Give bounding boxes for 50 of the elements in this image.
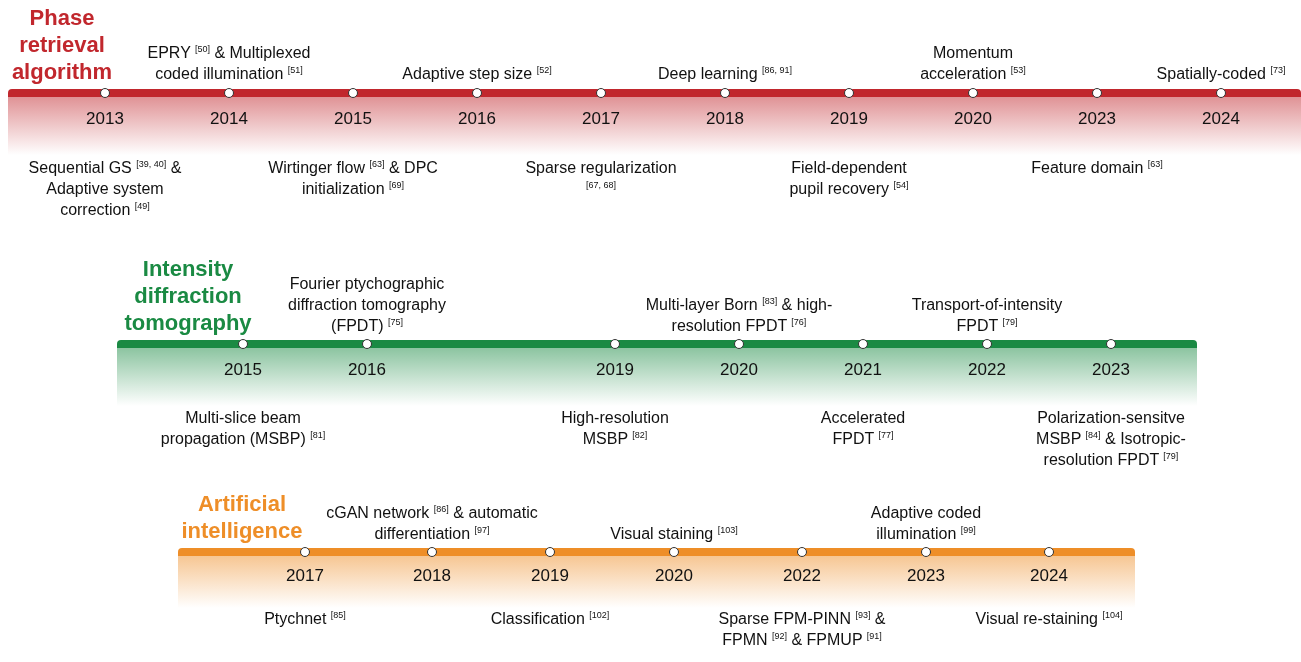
year-label: 2023 bbox=[1077, 109, 1117, 129]
event-label: Multi-layer Born $^{[83]}$ & high-resolution FPDT $^{[76]}$ bbox=[644, 295, 834, 336]
event-label: EPRY $^{[50]}$ & Multiplexed coded illumination $^{[51]}$ bbox=[146, 43, 312, 84]
year-label: 2015 bbox=[333, 109, 373, 129]
year-label: 2020 bbox=[953, 109, 993, 129]
year-label: 2015 bbox=[223, 360, 263, 380]
event-label: Spatially-coded $^{[73]}$ bbox=[1155, 64, 1287, 84]
event-label: Adaptive step size $^{[52]}$ bbox=[401, 64, 553, 84]
year-label: 2023 bbox=[1091, 360, 1131, 380]
event-label: Wirtinger flow $^{[63]}$ & DPC initialization $^{[69]}$ bbox=[268, 158, 438, 199]
event-label: Feature domain $^{[63]}$ bbox=[1030, 158, 1164, 178]
year-label: 2022 bbox=[967, 360, 1007, 380]
event-label: Polarization-sensitve MSBP $^{[84]}$ & Isotropic-resolution FPDT $^{[79]}$ bbox=[1035, 408, 1187, 470]
year-label: 2018 bbox=[705, 109, 745, 129]
year-label: 2024 bbox=[1029, 566, 1069, 586]
year-label: 2016 bbox=[347, 360, 387, 380]
event-label: Visual re-staining $^{[104]}$ bbox=[974, 609, 1124, 629]
year-label: 2013 bbox=[85, 109, 125, 129]
event-label: cGAN network $^{[86]}$ & automatic differentiation $^{[97]}$ bbox=[325, 503, 539, 544]
year-label: 2021 bbox=[843, 360, 883, 380]
year-label: 2024 bbox=[1201, 109, 1241, 129]
event-label: Multi-slice beam propagation (MSBP) $^{[81]}$ bbox=[159, 408, 327, 449]
event-label: Sparse FPM-PINN $^{[93]}$ & FPMN $^{[92]}$ & FPMUP $^{[91]}$ bbox=[717, 609, 887, 650]
event-label: Accelerated FPDT $^{[77]}$ bbox=[819, 408, 907, 449]
year-label: 2019 bbox=[829, 109, 869, 129]
event-label: Visual staining $^{[103]}$ bbox=[609, 524, 739, 544]
event-label: Fourier ptychographic diffraction tomography (FPDT) $^{[75]}$ bbox=[287, 274, 447, 336]
event-label: Classification $^{[102]}$ bbox=[489, 609, 611, 629]
event-label: Field-dependent pupil recovery $^{[54]}$ bbox=[788, 158, 910, 199]
event-label: Adaptive coded illumination $^{[99]}$ bbox=[869, 503, 983, 544]
year-label: 2023 bbox=[906, 566, 946, 586]
event-label: Momentum acceleration $^{[53]}$ bbox=[919, 43, 1027, 84]
year-label: 2014 bbox=[209, 109, 249, 129]
event-label: Ptychnet $^{[85]}$ bbox=[263, 609, 347, 629]
year-label: 2020 bbox=[719, 360, 759, 380]
year-label: 2018 bbox=[412, 566, 452, 586]
year-label: 2016 bbox=[457, 109, 497, 129]
year-label: 2019 bbox=[530, 566, 570, 586]
section-heading: Phase retrieval algorithm bbox=[10, 4, 114, 85]
year-label: 2017 bbox=[581, 109, 621, 129]
year-label: 2019 bbox=[595, 360, 635, 380]
year-label: 2022 bbox=[782, 566, 822, 586]
event-label: Sequential GS $^{[39, 40]}$ & Adaptive system correction $^{[49]}$ bbox=[27, 158, 183, 220]
event-label: Transport-of-intensity FPDT $^{[79]}$ bbox=[910, 295, 1064, 336]
event-label: Deep learning $^{[86, 91]}$ bbox=[656, 64, 794, 84]
year-label: 2017 bbox=[285, 566, 325, 586]
section-heading: Artificial intelligence bbox=[180, 490, 304, 544]
section-heading: Intensity diffraction tomography bbox=[123, 255, 253, 336]
event-label: High-resolution MSBP $^{[82]}$ bbox=[560, 408, 670, 449]
year-label: 2020 bbox=[654, 566, 694, 586]
